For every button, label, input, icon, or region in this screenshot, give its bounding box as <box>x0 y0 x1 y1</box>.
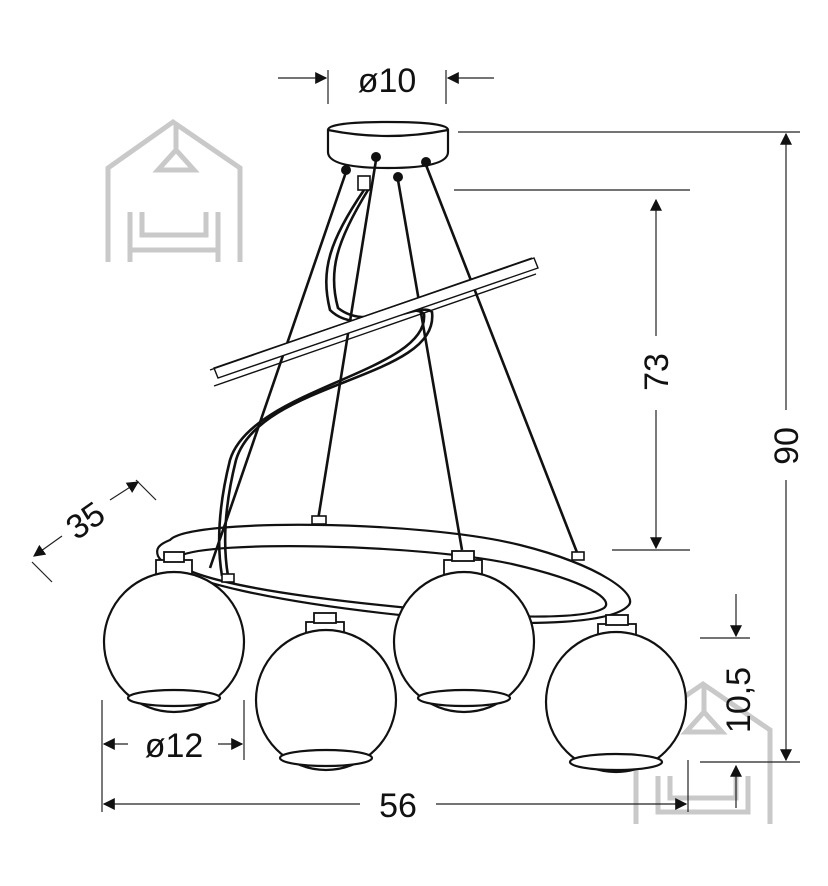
globe-shade-4 <box>544 614 688 774</box>
oval-frame <box>156 515 631 624</box>
globe-shade-3 <box>392 550 536 714</box>
dimension-shade-height: 10,5 <box>700 594 758 808</box>
dimension-drop-length: 73 <box>454 189 690 551</box>
shade-height-label: 10,5 <box>720 667 758 733</box>
dimension-canopy-diameter: ø10 <box>278 62 494 104</box>
globe-shade-1 <box>102 551 246 714</box>
globe-shade-2 <box>254 612 398 772</box>
frame-depth-label: 35 <box>59 495 112 548</box>
canopy-diameter-label: ø10 <box>358 62 417 100</box>
ceiling-canopy <box>326 120 450 191</box>
dimension-total-width: 56 <box>101 760 689 825</box>
dimension-frame-depth: 35 <box>31 479 157 583</box>
drop-length-label: 73 <box>638 353 676 391</box>
dimension-total-height: 90 <box>458 131 806 763</box>
total-width-label: 56 <box>379 787 417 825</box>
watermark-logo-top-icon <box>105 118 243 262</box>
dimension-shade-diameter: ø12 <box>101 700 245 765</box>
total-height-label: 90 <box>768 427 806 465</box>
shade-diameter-label: ø12 <box>145 727 204 765</box>
length-break-symbol <box>209 257 539 387</box>
